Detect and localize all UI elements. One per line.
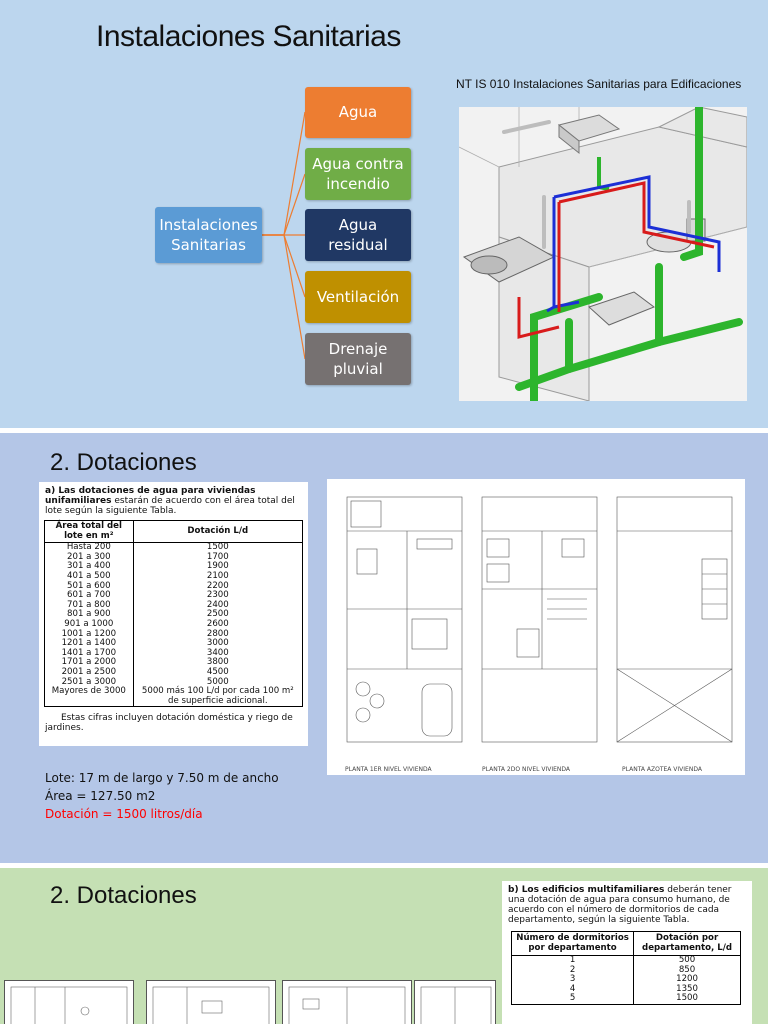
table-cell: 3400 (132, 648, 304, 659)
table-intro-rest: deberán tener una dotación de agua para … (508, 885, 732, 925)
slide-title: 2. Dotaciones (50, 882, 197, 909)
plan-thumbnail (414, 980, 496, 1024)
diagram-node-ventilacion: Ventilación (305, 271, 411, 323)
column-header: Dotación por departamento, L/d (633, 931, 741, 956)
diagram-connectors (262, 111, 306, 360)
table-cell: 2 (510, 965, 635, 975)
diagram-node-agua: Agua (305, 87, 411, 138)
house-floor-plans-image: PLANTA 1ER NIVEL VIVIENDA PLANTA 2DO NIV… (327, 479, 745, 775)
column-header: Número de dormitorios por departamento (510, 931, 635, 956)
table-cell: 4 (510, 984, 635, 994)
table-cell: 2600 (132, 619, 304, 630)
table-cell: 2200 (132, 581, 304, 592)
table-cell: 1500 (132, 542, 304, 553)
table-cell: 2300 (132, 591, 304, 601)
diagram-node-agua-residual: Agua residual (305, 209, 411, 261)
table-cell: 2800 (132, 629, 304, 640)
plan-thumbnail (4, 980, 134, 1024)
table-cell: 2400 (132, 600, 304, 611)
lote-area: Área = 127.50 m2 (45, 789, 156, 803)
table-cell: 1350 (633, 984, 741, 994)
table-intro-bold: b) Los edificios multifamiliares (508, 885, 665, 895)
table-cell: 3 (510, 974, 635, 985)
dotacion-multifamiliar-table: Número de dormitorios por departamento D… (510, 931, 741, 1005)
table-cell: 1900 (132, 562, 304, 572)
column-header: Área total del lote en m² (44, 519, 134, 544)
slide-dotaciones-unifamiliar: 2. Dotaciones a) Las dotaciones de agua … (0, 433, 768, 863)
table-cell: 5 (510, 993, 635, 1005)
table-cell: 1500 (633, 993, 741, 1005)
table-cell: 2100 (132, 571, 304, 582)
table-cell: 1700 (132, 552, 304, 563)
table-intro-bold: a) Las dotaciones de agua para viviendas… (45, 486, 256, 506)
plan-thumbnail (282, 980, 412, 1024)
slide-title: 2. Dotaciones (50, 449, 197, 476)
column-header: Dotación L/d (132, 519, 304, 544)
slide-instalaciones-sanitarias: Instalaciones Sanitarias NT IS 010 Insta… (0, 0, 768, 428)
diagram-node-agua-contra-incendio: Agua contra incendio (305, 148, 411, 200)
table-cell: 5000 más 100 L/d por cada 100 m² de supe… (132, 686, 304, 708)
diagram-node-drenaje-pluvial: Drenaje pluvial (305, 333, 411, 385)
table-intro: a) Las dotaciones de agua para viviendas… (39, 482, 308, 516)
plan-label-2: PLANTA 2DO NIVEL VIVIENDA (482, 766, 571, 773)
dotacion-unifamiliar-table-block: a) Las dotaciones de agua para viviendas… (39, 482, 308, 746)
table-note: Estas cifras incluyen dotación doméstica… (45, 713, 293, 734)
dotacion-result: Dotación = 1500 litros/día (45, 807, 203, 821)
table-cell: 1 (510, 955, 635, 966)
table-cell: 4500 (132, 667, 304, 678)
table-cell: 3000 (132, 639, 304, 649)
table-cell: 5000 (132, 677, 304, 688)
table-cell: 850 (633, 965, 741, 975)
table-intro: b) Los edificios multifamiliares deberán… (502, 881, 752, 925)
slide-title: Instalaciones Sanitarias (96, 20, 401, 53)
table-cell: 2500 (132, 610, 304, 620)
plumbing-isometric-image (458, 103, 748, 405)
plan-thumbnail (146, 980, 276, 1024)
norm-reference: NT IS 010 Instalaciones Sanitarias para … (456, 77, 742, 91)
lote-dimensions: Lote: 17 m de largo y 7.50 m de ancho (45, 771, 279, 785)
table-cell: Mayores de 3000 (44, 686, 134, 708)
diagram-root-node: Instalaciones Sanitarias (155, 207, 262, 263)
table-cell: 1200 (633, 974, 741, 985)
table-cell: 500 (633, 955, 741, 966)
plan-label-1: PLANTA 1ER NIVEL VIVIENDA (345, 766, 433, 773)
table-cell: 3800 (132, 658, 304, 668)
slide-dotaciones-multifamiliar: 2. Dotaciones b) Los edificios multifami… (0, 868, 768, 1024)
lote-calculation: Lote: 17 m de largo y 7.50 m de ancho Ár… (45, 769, 279, 823)
dotacion-unifamiliar-table: Área total del lote en m² Dotación L/d H… (44, 519, 304, 708)
dotacion-multifamiliar-table-block: b) Los edificios multifamiliares deberán… (502, 881, 752, 1024)
plan-label-3: PLANTA AZOTEA VIVIENDA (622, 766, 703, 773)
table-intro-rest: estarán de acuerdo con el área total del… (45, 496, 295, 516)
